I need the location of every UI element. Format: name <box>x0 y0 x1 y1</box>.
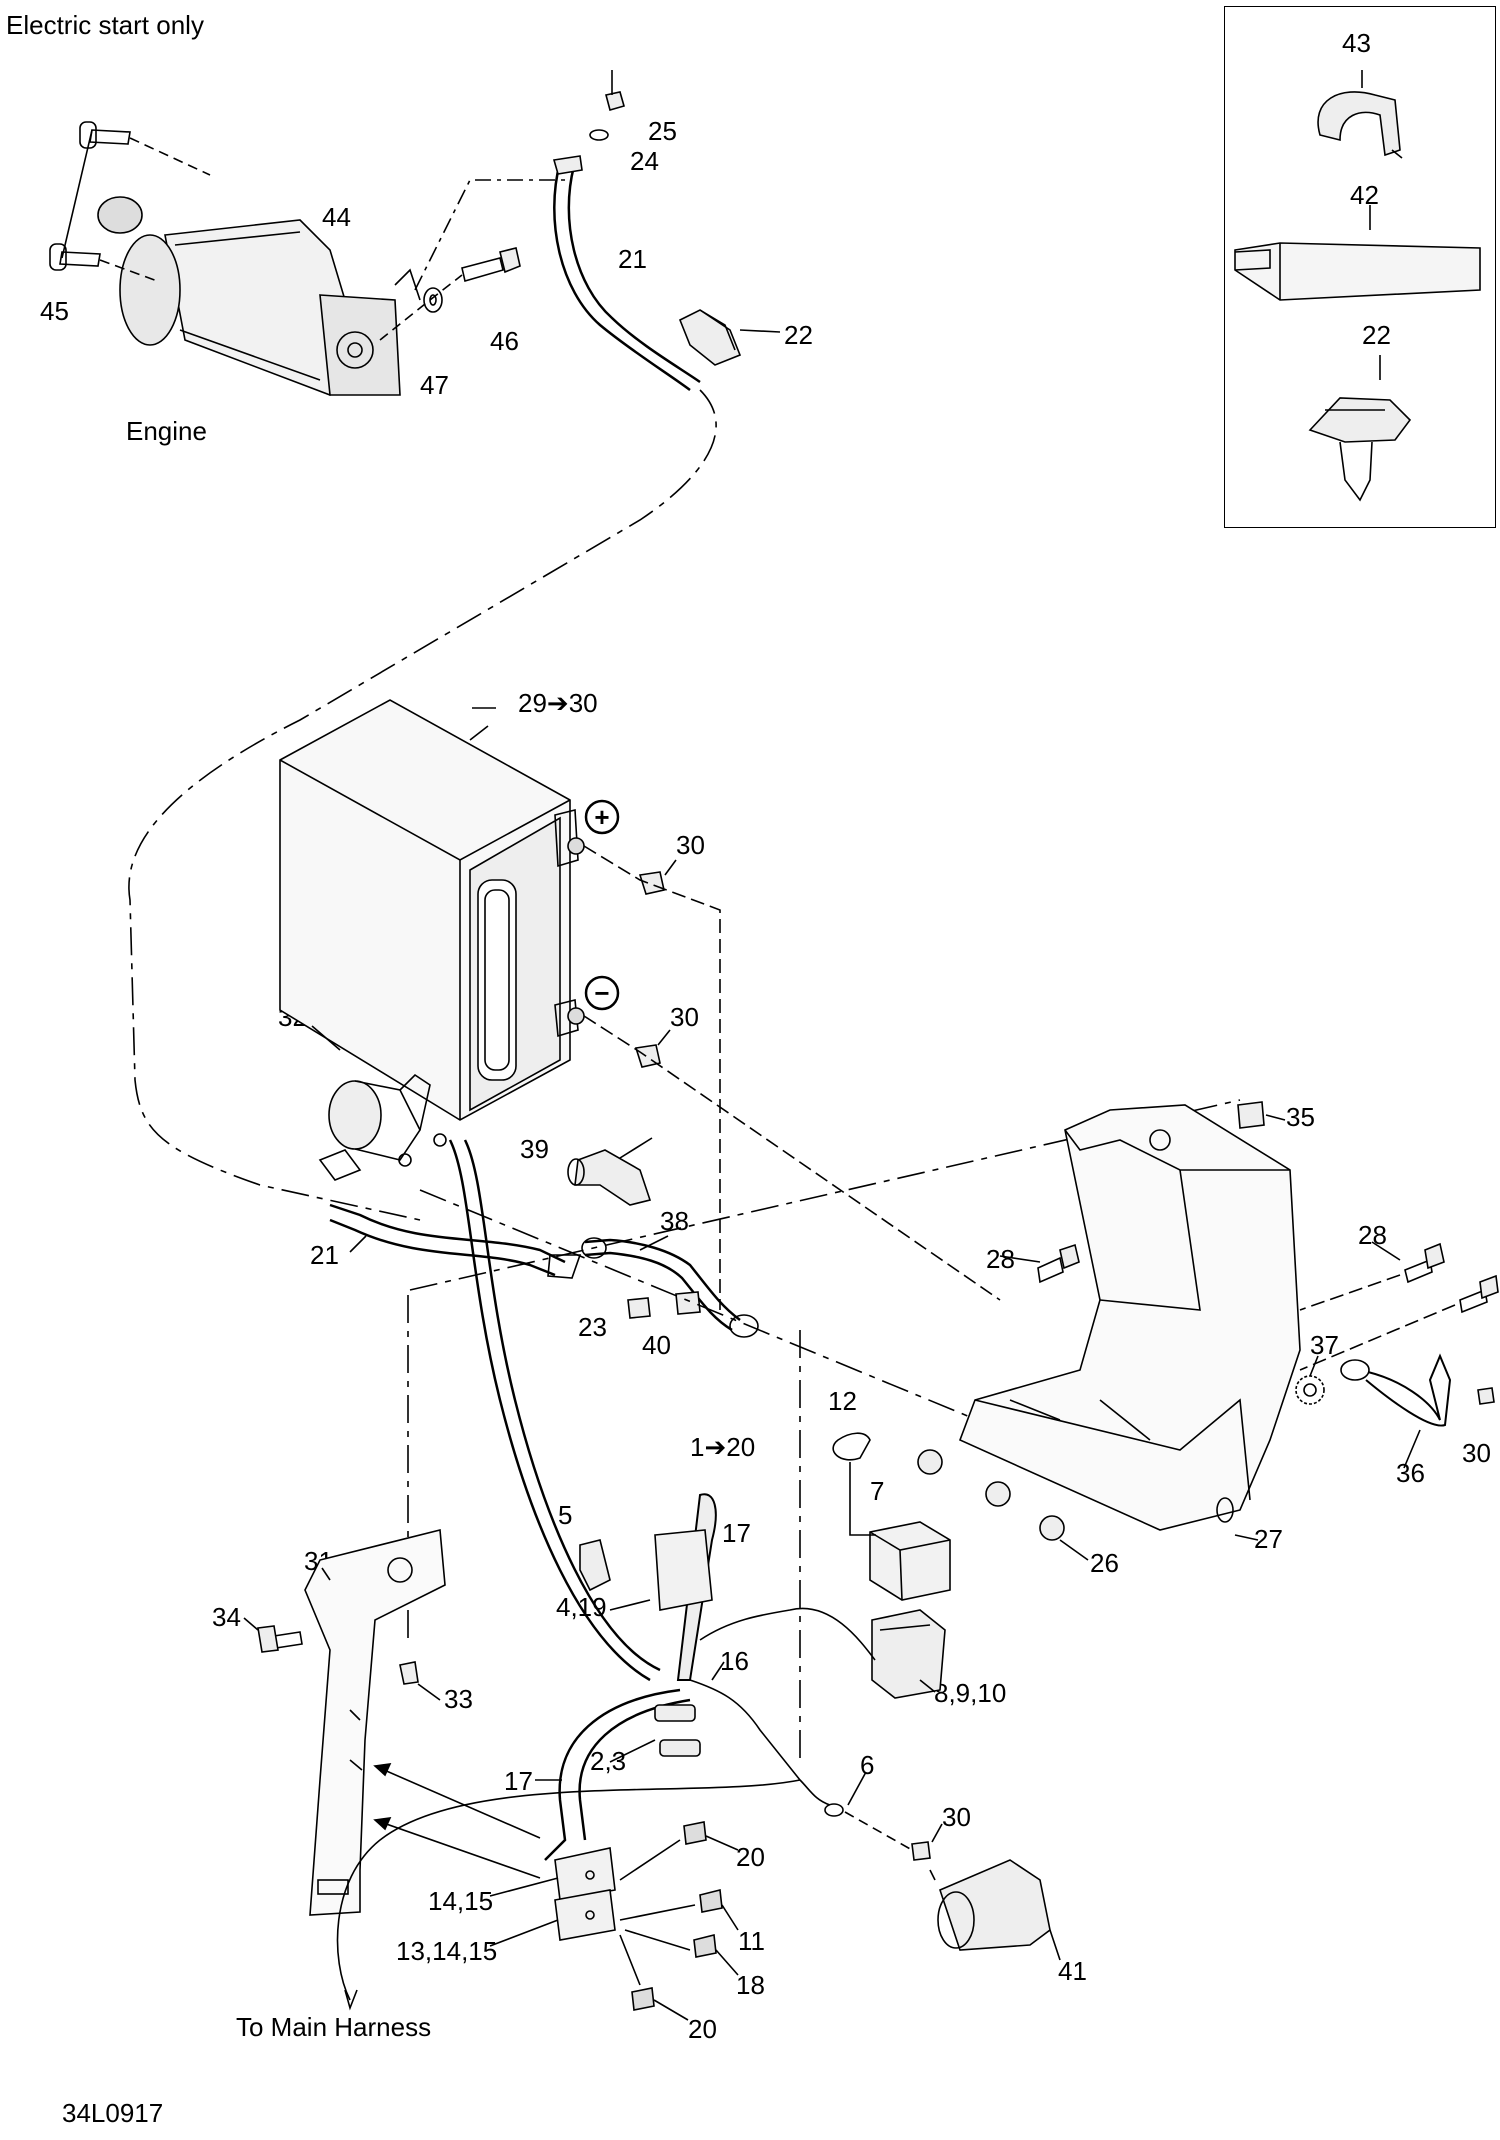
callout-43: 43 <box>1342 28 1371 58</box>
callout-41: 41 <box>1058 1956 1087 1986</box>
engine-label: Engine <box>126 416 207 446</box>
cap-39 <box>567 1149 652 1206</box>
callout-21-top: 21 <box>618 244 647 274</box>
callout-30-right: 30 <box>1462 1438 1491 1468</box>
cable-21-mid <box>329 1203 582 1279</box>
callout-26: 26 <box>1090 1548 1119 1578</box>
callout-36: 36 <box>1396 1458 1425 1488</box>
callout-23: 23 <box>578 1312 607 1342</box>
bolts-28 <box>1037 1242 1499 1371</box>
callout-29-30: 29➔30 <box>518 688 598 718</box>
callout-24: 24 <box>630 146 659 176</box>
callout-22-inset: 22 <box>1362 320 1391 350</box>
callout-47: 47 <box>420 370 449 400</box>
terminal-nuts <box>583 845 1001 1310</box>
washer-cable-36 <box>1295 1353 1495 1427</box>
callout-22-top: 22 <box>784 320 813 350</box>
figure-id: 34L0917 <box>62 2098 164 2128</box>
diagram-header: Electric start only <box>6 10 204 40</box>
callout-40: 40 <box>642 1330 671 1360</box>
ground-and-boot <box>824 1803 1061 1961</box>
cable-21-top <box>414 70 701 392</box>
callout-8-9-10: 8,9,10 <box>934 1678 1007 1708</box>
starter-bolts <box>49 121 211 283</box>
callout-16: 16 <box>720 1646 749 1676</box>
starter-motor <box>97 196 421 396</box>
callout-30-neg: 30 <box>670 1002 699 1032</box>
callout-17-bot: 17 <box>504 1766 533 1796</box>
callout-13-14-15: 13,14,15 <box>396 1936 498 1966</box>
callout-46: 46 <box>490 326 519 356</box>
callout-30-bot: 30 <box>942 1802 971 1832</box>
callout-5: 5 <box>558 1500 573 1530</box>
callout-42: 42 <box>1350 180 1379 210</box>
callout-39: 39 <box>520 1134 549 1164</box>
callout-1-20: 1➔20 <box>690 1432 756 1462</box>
callout-20-bot: 20 <box>688 2014 717 2044</box>
bracket-31 <box>304 1528 446 1916</box>
fuses <box>619 1821 739 2021</box>
relay-socket <box>871 1609 946 1699</box>
polarity-marks <box>584 799 620 1011</box>
nut-35 <box>1237 1101 1286 1129</box>
positive-sign: + <box>594 802 609 832</box>
callout-28-mid: 28 <box>986 1244 1015 1274</box>
main-harness-label: To Main Harness <box>236 2012 432 2042</box>
callout-33: 33 <box>444 1684 473 1714</box>
relay-7 <box>832 1432 951 1601</box>
battery-bracket <box>958 1104 1301 1541</box>
inset-frame <box>1224 6 1496 528</box>
callout-35: 35 <box>1286 1102 1315 1132</box>
callout-14-15: 14,15 <box>428 1886 494 1916</box>
callout-17-top: 17 <box>722 1518 751 1548</box>
bolt-34 <box>243 1617 419 1685</box>
nuts-23-40 <box>627 1291 701 1319</box>
callout-34: 34 <box>212 1602 241 1632</box>
callout-37: 37 <box>1310 1330 1339 1360</box>
inset-parts <box>1234 70 1481 502</box>
callout-20-top: 20 <box>736 1842 765 1872</box>
callout-12: 12 <box>828 1386 857 1416</box>
clip-5 <box>579 1539 611 1592</box>
callout-27: 27 <box>1254 1524 1283 1554</box>
negative-sign: − <box>594 978 609 1008</box>
callout-11: 11 <box>738 1926 765 1956</box>
wiring-harness <box>544 1493 876 1941</box>
callout-44: 44 <box>322 202 351 232</box>
callout-28-right: 28 <box>1358 1220 1387 1250</box>
callout-21-mid: 21 <box>310 1240 339 1270</box>
battery <box>279 699 585 1121</box>
solenoid <box>311 1025 447 1181</box>
callout-6: 6 <box>860 1750 875 1780</box>
clip-22-top <box>678 309 781 366</box>
callout-30-pos: 30 <box>676 830 705 860</box>
grommets-26 <box>917 1449 1065 1541</box>
callout-7: 7 <box>870 1476 885 1506</box>
callout-45: 45 <box>40 296 69 326</box>
callout-25: 25 <box>648 116 677 146</box>
callout-18: 18 <box>736 1970 765 2000</box>
cable-38 <box>581 1237 759 1338</box>
bolt-46 <box>379 247 521 341</box>
callout-2-3: 2,3 <box>590 1746 627 1776</box>
